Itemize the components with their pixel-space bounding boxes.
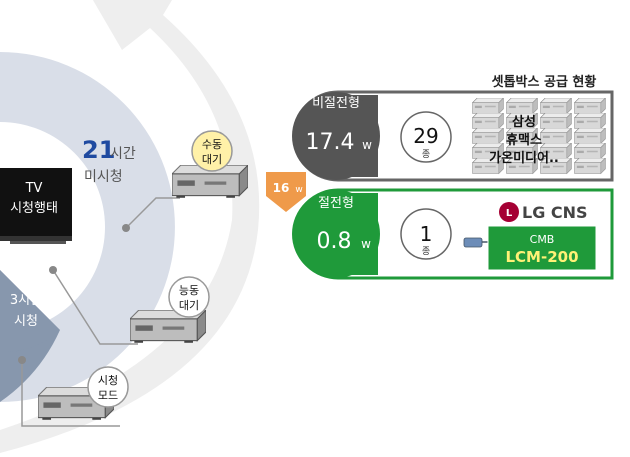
maker-1: 삼성 xyxy=(512,114,536,130)
maker-2: 휴맥스 xyxy=(506,132,542,148)
mini-settop-box-icon xyxy=(472,113,504,129)
mini-settop-box-icon xyxy=(574,143,606,159)
unwatched-segment xyxy=(0,52,175,402)
active-standby-badge xyxy=(168,276,210,318)
manual-standby: 수동 대기 xyxy=(172,130,248,198)
mini-settop-box-icon xyxy=(472,128,504,144)
mini-settop-box-icon xyxy=(506,98,538,114)
tv-icon: TV 시청행태 xyxy=(0,168,72,244)
connector-lines xyxy=(21,197,180,427)
manual-standby-line2: 대기 xyxy=(202,153,222,166)
maker-3: 가온미디어.. xyxy=(489,150,559,166)
unwatched-label: 미시청 xyxy=(84,169,123,185)
non-saving-count-unit: 종 xyxy=(422,149,430,160)
saving-arrow-value: 16 xyxy=(273,181,290,195)
product-line2: LCM-200 xyxy=(505,248,578,266)
unwatched-unit: 시간 xyxy=(110,146,136,162)
manual-standby-line1: 수동 xyxy=(202,138,222,151)
watch-mode-line1: 시청 xyxy=(98,374,118,387)
non-saving-value: 17.4 xyxy=(306,130,355,155)
saving-panel: 절전형 0.8 w 1 종 L LG CNS CMB LCM-200 xyxy=(292,188,614,280)
active-standby-line1: 능동 xyxy=(179,284,199,297)
manual-standby-badge xyxy=(191,130,233,172)
unwatched-hours: 21 xyxy=(82,136,115,164)
saving-arrow-unit: w xyxy=(295,185,302,195)
lg-logo-icon: L xyxy=(499,202,519,222)
mini-settop-box-icon xyxy=(540,128,572,144)
saving-count-badge xyxy=(400,208,452,260)
active-standby: 능동 대기 xyxy=(130,276,210,343)
svg-text:L: L xyxy=(506,208,513,219)
non-saving-panel: 비절전형 17.4 w 29 종 삼성 휴맥스 가온미디어.. xyxy=(292,90,614,182)
saving-label: 절전형 xyxy=(318,196,354,211)
mini-settop-box-icon xyxy=(574,158,606,174)
saving-unit: w xyxy=(361,237,371,251)
mini-settop-box-icon xyxy=(472,98,504,114)
watched-hours: 3시간 xyxy=(10,293,42,308)
mini-settop-box-icon xyxy=(540,113,572,129)
non-saving-unit: w xyxy=(362,138,372,152)
tv-screen xyxy=(0,168,72,236)
supply-title: 셋톱박스 공급 현황 xyxy=(492,74,597,90)
watch-mode: 시청 모드 xyxy=(38,366,129,420)
tv-subtitle: 시청행태 xyxy=(10,200,58,216)
tv-title: TV xyxy=(25,181,43,196)
saving-arrow: 16 w xyxy=(266,172,306,212)
usage-donut xyxy=(0,52,175,402)
product-line1: CMB xyxy=(530,233,555,246)
saving-count: 1 xyxy=(420,222,433,246)
mini-settop-box-icon xyxy=(540,98,572,114)
brand-name: LG CNS xyxy=(522,203,588,222)
watch-mode-badge xyxy=(87,366,129,408)
saving-value: 0.8 xyxy=(317,229,352,254)
non-saving-label: 비절전형 xyxy=(312,96,360,111)
product-box xyxy=(487,225,597,271)
mini-settop-box-icon xyxy=(574,113,606,129)
active-standby-line2: 대기 xyxy=(179,299,199,312)
cable-icon xyxy=(463,237,488,248)
non-saving-count: 29 xyxy=(413,124,438,148)
watch-mode-line2: 모드 xyxy=(98,389,118,402)
watched-label: 시청 xyxy=(14,314,38,329)
mini-settop-box-icon xyxy=(574,98,606,114)
saving-count-unit: 종 xyxy=(422,246,430,257)
mini-settop-box-icon xyxy=(574,128,606,144)
non-saving-count-badge xyxy=(400,111,452,163)
